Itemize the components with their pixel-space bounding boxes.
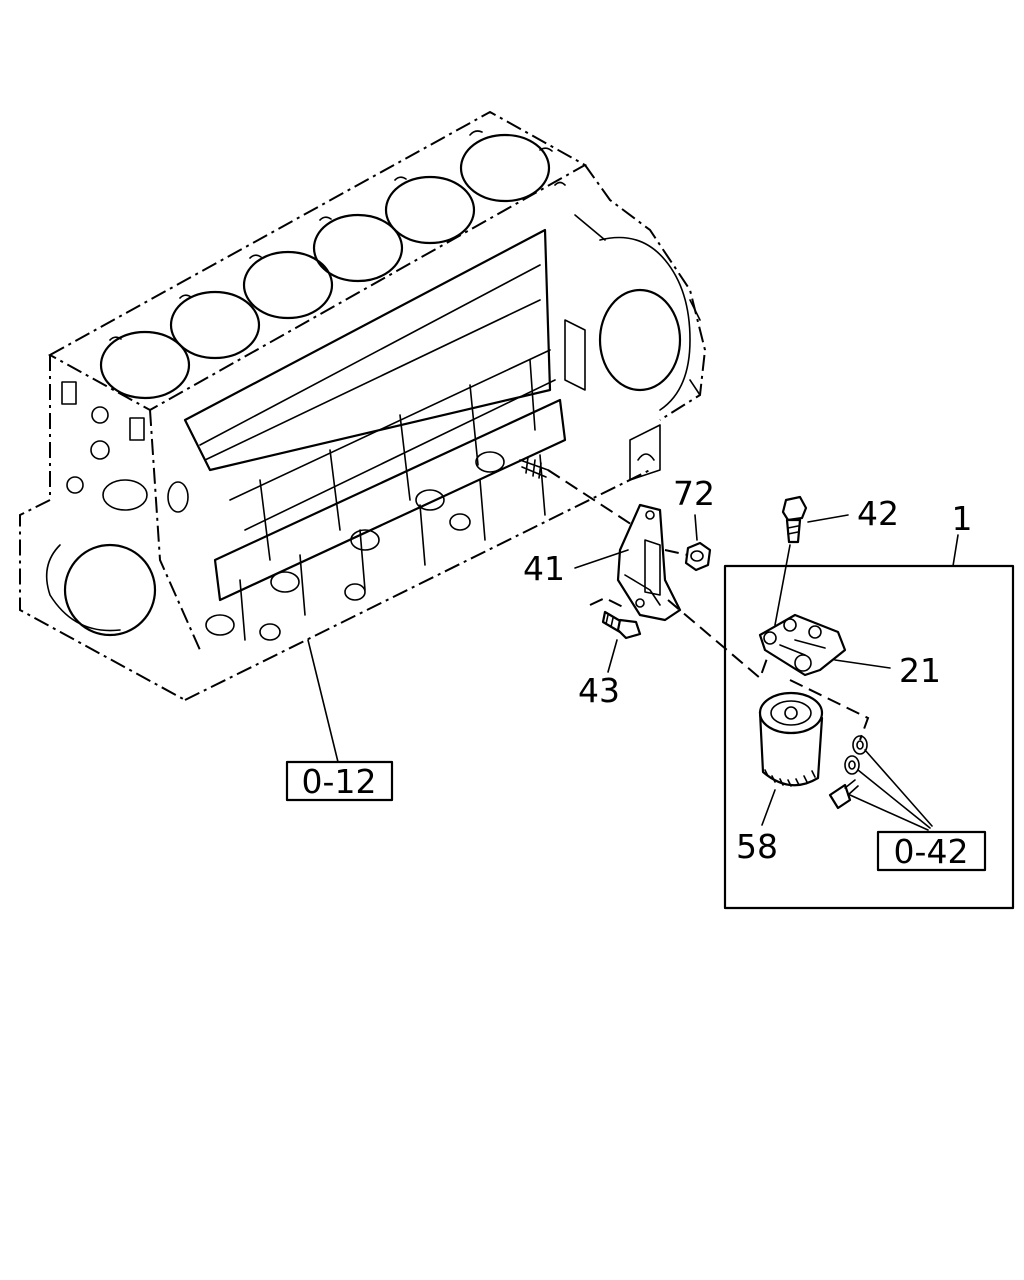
leader-72 — [694, 514, 698, 541]
leader-58 — [761, 789, 776, 826]
callout-1: 1 — [952, 499, 973, 538]
leader-0-42-a — [864, 749, 933, 827]
bolt-42-drawing — [781, 495, 808, 544]
bracket-drawing — [616, 503, 682, 622]
callout-21: 21 — [899, 651, 941, 690]
leader-0-42-c — [849, 794, 929, 831]
assembly-line-block-bracket — [547, 469, 641, 531]
ref-label-filter: 0-42 — [894, 832, 969, 871]
bolt-43-drawing — [601, 610, 642, 640]
filter-element-drawing — [758, 691, 824, 787]
leader-43 — [607, 639, 618, 673]
callout-72: 72 — [673, 474, 715, 513]
leader-42 — [807, 514, 849, 523]
leader-0-42-b — [857, 769, 931, 829]
assembly-line-bracket-head — [667, 599, 771, 680]
filter-assembly-box — [723, 564, 1015, 910]
callout-41: 41 — [523, 549, 565, 588]
seal-washers-drawing — [828, 735, 868, 810]
assembly-line-head-seal — [789, 679, 870, 741]
nut-drawing — [684, 541, 712, 572]
assembly-line-bolt-43 — [589, 596, 626, 609]
leader-21 — [834, 659, 891, 669]
callout-43: 43 — [578, 671, 620, 710]
callout-58: 58 — [736, 827, 778, 866]
engine-block-drawing — [19, 110, 707, 701]
ref-box-filter — [876, 830, 987, 872]
assembly-line-nut — [664, 549, 689, 556]
ref-label-block: 0-12 — [302, 762, 377, 801]
ref-box-block — [285, 760, 394, 802]
assembly-line-bolt-42 — [774, 544, 791, 626]
leader-41 — [574, 549, 629, 569]
leader-block — [307, 639, 339, 763]
filter-head-drawing — [758, 613, 847, 677]
callout-42: 42 — [857, 494, 899, 533]
leader-1 — [952, 534, 959, 567]
